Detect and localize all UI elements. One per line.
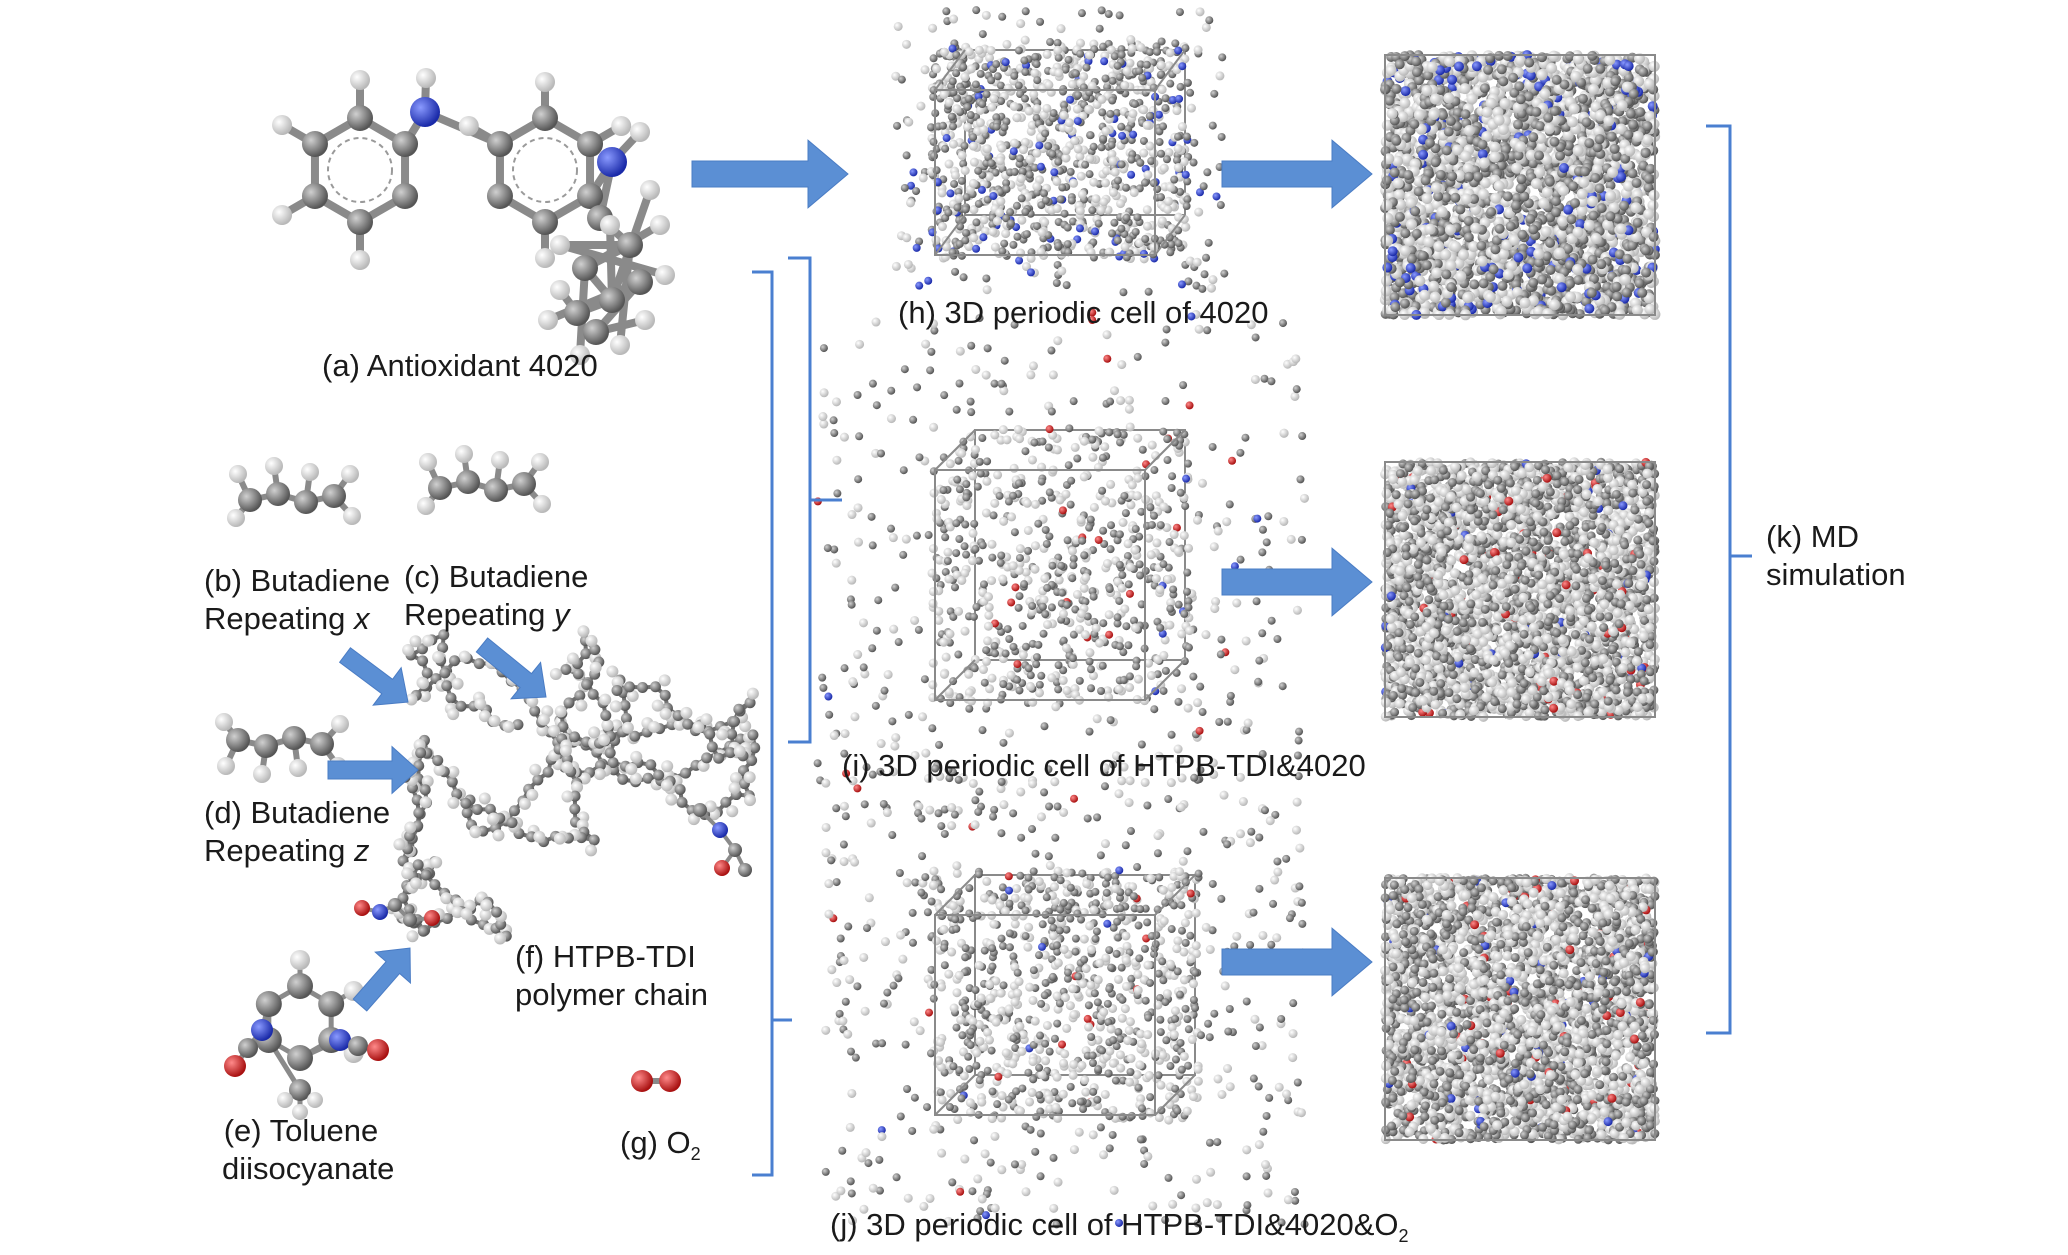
butadiene-y-molecule [417,445,551,515]
md-cell-htpb-tdi-4020 [1380,457,1660,722]
label-e-line2: diisocyanate [222,1150,380,1188]
label-f-line1: (f) HTPB-TDI [515,938,695,976]
label-d: (d) Butadiene Repeating z [204,794,390,870]
label-c-line1: (c) Butadiene [404,558,588,596]
label-k-line2: simulation [1766,556,1906,594]
label-b-var: x [354,601,370,636]
label-e-line1: (e) Toluene [222,1112,380,1150]
label-b: (b) Butadiene Repeating x [204,562,390,638]
label-k-line1: (k) MD [1766,518,1906,556]
htpb-tdi-polymer-chain [354,625,760,944]
label-d-repeating: Repeating [204,833,345,868]
label-c-line2: Repeating y [404,596,588,634]
inner-left-bracket [788,258,810,742]
butadiene-x-molecule [227,457,361,527]
label-d-line1: (d) Butadiene [204,794,390,832]
antioxidant-4020-molecule [272,68,675,365]
label-c-var: y [554,597,570,632]
label-f-line2: polymer chain [515,976,695,1014]
periodic-cell-4020 [891,6,1228,296]
label-j-subscript: 2 [1399,1226,1409,1246]
label-b-line2: Repeating x [204,600,390,638]
label-j: (j) 3D periodic cell of HTPB-TDI&4020&O2 [830,1206,1409,1255]
label-i: (i) 3D periodic cell of HTPB-TDI&4020 [842,747,1366,785]
label-f: (f) HTPB-TDI polymer chain [515,938,695,1014]
outer-left-bracket [752,272,772,1175]
label-h: (h) 3D periodic cell of 4020 [898,294,1268,332]
md-cell-htpb-tdi-4020-o2 [1380,873,1660,1144]
label-c: (c) Butadiene Repeating y [404,558,588,634]
right-md-bracket [1706,126,1730,1033]
periodic-cell-htpb-tdi-4020-o2 [821,761,1308,1228]
periodic-cell-htpb-tdi-4020 [814,309,1309,822]
label-g: (g) O2 [620,1124,701,1173]
label-g-text: (g) O [620,1125,691,1160]
label-e: (e) Toluene diisocyanate [222,1112,380,1188]
label-d-line2: Repeating z [204,832,390,870]
label-g-subscript: 2 [691,1144,701,1164]
label-d-var: z [354,833,370,868]
label-b-repeating: Repeating [204,601,345,636]
label-a: (a) Antioxidant 4020 [322,347,598,385]
toluene-diisocyanate-molecule [224,950,389,1120]
label-b-line1: (b) Butadiene [204,562,390,600]
label-k: (k) MD simulation [1766,518,1906,594]
oxygen-molecule [631,1070,681,1092]
md-cell-4020 [1380,50,1661,320]
label-c-repeating: Repeating [404,597,545,632]
label-j-text: (j) 3D periodic cell of HTPB-TDI&4020&O [830,1207,1399,1242]
